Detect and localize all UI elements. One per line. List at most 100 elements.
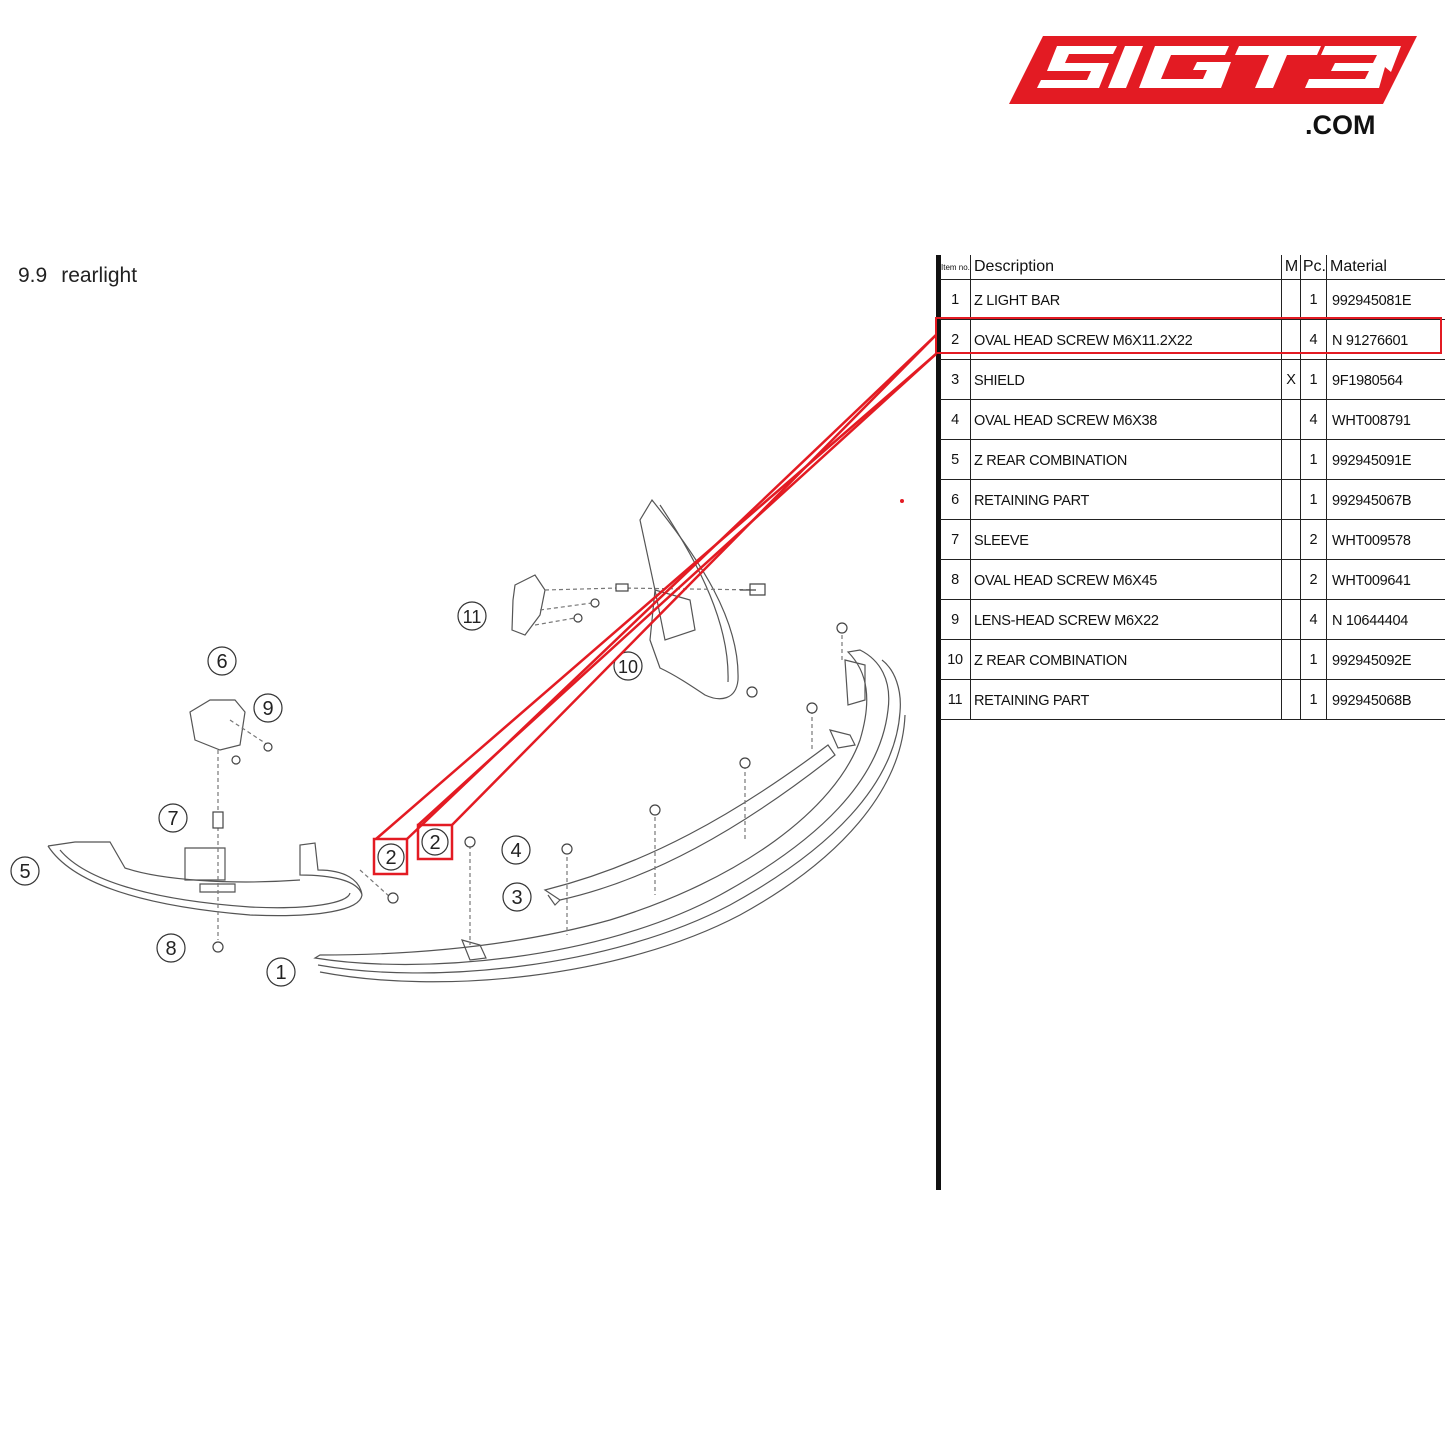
svg-text:1: 1 — [275, 962, 286, 984]
exploded-parts-diagram: 1 2 2 3 4 5 6 7 8 9 10 11 — [10, 498, 906, 987]
cell-pc: 1 — [1299, 639, 1327, 680]
cell-material: WHT009578 — [1326, 519, 1445, 560]
rear-combination-right-part — [639, 498, 739, 700]
callout-5: 5 — [10, 856, 40, 886]
cell-pc: 1 — [1299, 279, 1327, 320]
cell-material: WHT009641 — [1326, 559, 1445, 600]
table-left-border — [936, 255, 941, 1190]
cell-pc: 1 — [1299, 679, 1327, 720]
cell-material: 992945067B — [1326, 479, 1445, 520]
callout-3: 3 — [502, 882, 532, 912]
cell-description: Z LIGHT BAR — [970, 279, 1282, 320]
callout-11: 11 — [457, 601, 487, 631]
cell-item: 3 — [940, 359, 971, 400]
cell-item: 11 — [940, 679, 971, 720]
table-header-row: Item no. Description M Pc. Material — [940, 255, 1445, 280]
cell-description: Z REAR COMBINATION — [970, 639, 1282, 680]
cell-material: N 10644404 — [1326, 599, 1445, 640]
cell-m — [1280, 319, 1301, 360]
callout-7: 7 — [158, 803, 188, 833]
cell-item: 6 — [940, 479, 971, 520]
svg-text:9: 9 — [262, 698, 273, 720]
cell-m: X — [1280, 359, 1301, 400]
cell-item: 7 — [940, 519, 971, 560]
callout-6: 6 — [207, 646, 237, 676]
cell-description: SHIELD — [970, 359, 1282, 400]
cell-m — [1280, 559, 1301, 600]
header-material: Material — [1326, 255, 1445, 280]
highlighted-row-box — [935, 317, 1442, 354]
callout-9: 9 — [253, 693, 283, 723]
header-m: M — [1280, 255, 1301, 280]
cell-m — [1280, 639, 1301, 680]
cell-item: 10 — [940, 639, 971, 680]
cell-material: 992945092E — [1326, 639, 1445, 680]
cell-pc: 4 — [1299, 399, 1327, 440]
section-title: 9.9 rearlight — [18, 264, 137, 288]
callout-2b: 2 — [421, 828, 449, 856]
section-name: rearlight — [61, 264, 138, 287]
cell-description: OVAL HEAD SCREW M6X38 — [970, 399, 1282, 440]
cell-m — [1280, 279, 1301, 320]
cell-m — [1280, 399, 1301, 440]
cell-description: OVAL HEAD SCREW M6X45 — [970, 559, 1282, 600]
cell-material: 992945081E — [1326, 279, 1445, 320]
cell-pc: 1 — [1299, 439, 1327, 480]
cell-material: 992945068B — [1326, 679, 1445, 720]
cell-m — [1280, 599, 1301, 640]
shield-part — [543, 744, 836, 906]
cell-m — [1280, 519, 1301, 560]
cell-m — [1280, 479, 1301, 520]
logo-domain: .COM — [1305, 110, 1376, 140]
callout-1: 1 — [266, 957, 296, 987]
svg-text:3: 3 — [511, 887, 522, 909]
cell-m — [1280, 679, 1301, 720]
section-number: 9.9 — [18, 264, 48, 287]
callout-10: 10 — [613, 651, 643, 681]
cell-material: 992945091E — [1326, 439, 1445, 480]
retaining-part-right — [511, 574, 546, 636]
sigt3-logo — [1009, 36, 1417, 104]
cell-pc: 1 — [1299, 479, 1327, 520]
callout-2a: 2 — [377, 843, 405, 871]
svg-text:5: 5 — [19, 861, 30, 883]
svg-text:11: 11 — [463, 607, 482, 627]
callout-4: 4 — [501, 835, 531, 865]
cell-description: SLEEVE — [970, 519, 1282, 560]
cell-description: LENS-HEAD SCREW M6X22 — [970, 599, 1282, 640]
cell-pc: 4 — [1299, 599, 1327, 640]
header-description: Description — [970, 255, 1282, 280]
cell-description: RETAINING PART — [970, 679, 1282, 720]
cell-item: 1 — [940, 279, 971, 320]
cell-item: 9 — [940, 599, 971, 640]
header-pc: Pc. — [1299, 255, 1327, 280]
cell-pc: 2 — [1299, 519, 1327, 560]
cell-item: 8 — [940, 559, 971, 600]
cell-description: Z REAR COMBINATION — [970, 439, 1282, 480]
svg-text:4: 4 — [510, 840, 521, 862]
svg-text:8: 8 — [165, 938, 176, 960]
cell-item: 4 — [940, 399, 971, 440]
cell-pc: 1 — [1299, 359, 1327, 400]
svg-text:2: 2 — [429, 832, 440, 854]
cell-item: 5 — [940, 439, 971, 480]
cell-description: RETAINING PART — [970, 479, 1282, 520]
header-item: Item no. — [940, 255, 971, 280]
cell-m — [1280, 439, 1301, 480]
rear-combination-left-part — [47, 841, 363, 917]
svg-text:7: 7 — [167, 808, 178, 830]
cell-material: WHT008791 — [1326, 399, 1445, 440]
svg-text:2: 2 — [385, 847, 396, 869]
